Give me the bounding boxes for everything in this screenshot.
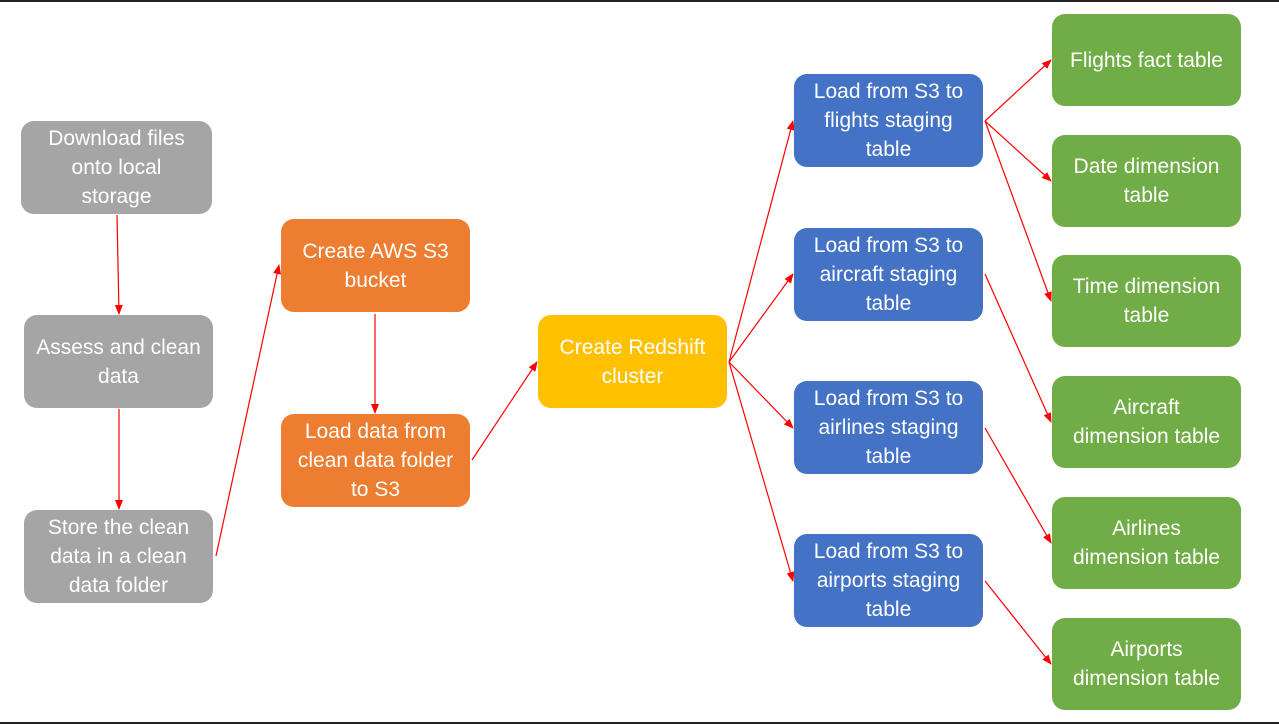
arrow-redshift-to-stg-flights [728, 120, 795, 363]
airports-dimension-table-label: Airports dimension table [1072, 638, 1221, 690]
arrow-stg-airlines-to-dim-airlines [984, 427, 1052, 544]
arrow-stg-aircraft-to-dim-aircraft [984, 273, 1052, 423]
create-redshift-cluster-label: Create Redshift cluster [559, 335, 706, 388]
arrow-stg-flights-to-fact-flights [984, 59, 1052, 122]
airports-staging-node: Load from S3 to airports staging table [794, 534, 983, 627]
load-data-to-s3-node: Load data from clean data folder to S3 [281, 414, 470, 507]
flights-fact-table-node: Flights fact table [1052, 14, 1241, 106]
time-dimension-table-label: Time dimension table [1072, 275, 1221, 327]
airlines-dimension-table-node: Airlines dimension table [1052, 497, 1241, 589]
store-clean-data-node: Store the clean data in a clean data fol… [24, 510, 213, 603]
download-files-label: Download files onto local storage [48, 127, 185, 208]
download-files-node: Download files onto local storage [21, 121, 212, 214]
arrow-download-to-assess [114, 214, 123, 315]
create-redshift-cluster-node: Create Redshift cluster [538, 315, 727, 408]
store-clean-data-label: Store the clean data in a clean data fol… [47, 516, 190, 597]
flights-staging-label: Load from S3 to flights staging table [813, 80, 964, 161]
create-s3-bucket-label: Create AWS S3 bucket [302, 239, 449, 292]
arrow-redshift-to-stg-aircraft [728, 273, 794, 363]
date-dimension-table-label: Date dimension table [1073, 155, 1220, 207]
flights-fact-table-label: Flights fact table [1070, 48, 1223, 72]
arrow-redshift-to-stg-airlines [728, 361, 794, 429]
aircraft-dimension-table-label: Aircraft dimension table [1072, 396, 1221, 448]
load-data-to-s3-label: Load data from clean data folder to S3 [297, 420, 454, 501]
create-s3-bucket-node: Create AWS S3 bucket [281, 219, 470, 312]
assess-clean-data-node: Assess and clean data [24, 315, 213, 408]
aircraft-dimension-table-node: Aircraft dimension table [1052, 376, 1241, 468]
airports-dimension-table-node: Airports dimension table [1052, 618, 1241, 710]
arrow-stg-flights-to-dim-time [984, 120, 1052, 302]
arrow-redshift-to-stg-airports [728, 361, 795, 582]
time-dimension-table-node: Time dimension table [1052, 255, 1241, 347]
bottom-border-line [0, 722, 1279, 724]
aircraft-staging-label: Load from S3 to aircraft staging table [813, 234, 964, 315]
arrow-store-to-create-s3 [215, 264, 282, 557]
arrow-stg-airports-to-dim-airports [984, 580, 1052, 665]
aircraft-staging-node: Load from S3 to aircraft staging table [794, 228, 983, 321]
flights-staging-node: Load from S3 to flights staging table [794, 74, 983, 167]
airlines-staging-node: Load from S3 to airlines staging table [794, 381, 983, 474]
airlines-staging-label: Load from S3 to airlines staging table [813, 387, 964, 468]
date-dimension-table-node: Date dimension table [1052, 135, 1241, 227]
airlines-dimension-table-label: Airlines dimension table [1072, 517, 1221, 569]
airports-staging-label: Load from S3 to airports staging table [813, 540, 964, 621]
top-border-line [0, 0, 1279, 2]
arrow-stg-flights-to-dim-date [984, 120, 1052, 182]
assess-clean-data-label: Assess and clean data [36, 335, 201, 388]
arrow-load-s3-to-redshift [471, 361, 538, 461]
